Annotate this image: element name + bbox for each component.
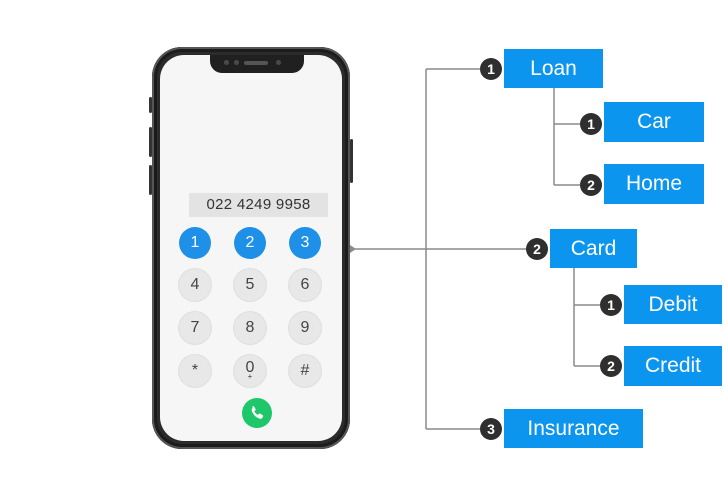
dial-key-label: 6 bbox=[300, 276, 310, 293]
dial-key-label: 1 bbox=[190, 234, 200, 251]
dial-key-4[interactable]: 4 bbox=[179, 269, 211, 301]
dial-key-8[interactable]: 8 bbox=[234, 312, 266, 344]
phone-icon bbox=[251, 406, 264, 419]
dial-key-label: * bbox=[191, 362, 199, 379]
dial-key-label: 9 bbox=[300, 319, 310, 336]
option-badge-debit: 1 bbox=[600, 294, 622, 316]
option-badge-loan: 1 bbox=[480, 58, 502, 80]
dial-key-6[interactable]: 6 bbox=[289, 269, 321, 301]
option-badge-insurance: 3 bbox=[480, 418, 502, 440]
dial-key-label: 4 bbox=[190, 276, 200, 293]
call-button[interactable] bbox=[242, 398, 272, 428]
dial-key-label: 8 bbox=[245, 319, 255, 336]
camera-lens bbox=[276, 60, 281, 65]
camera-dot bbox=[234, 60, 239, 65]
menu-node-credit[interactable]: Credit bbox=[624, 346, 722, 386]
menu-node-insurance[interactable]: Insurance bbox=[504, 409, 643, 448]
phone-volume-down bbox=[149, 165, 152, 195]
dial-key-star[interactable]: * bbox=[179, 355, 211, 387]
dial-key-0[interactable]: 0 + bbox=[234, 355, 266, 387]
dial-key-1[interactable]: 1 bbox=[179, 227, 211, 259]
dial-key-2[interactable]: 2 bbox=[234, 227, 266, 259]
menu-node-debit[interactable]: Debit bbox=[624, 285, 722, 324]
dial-key-label: 5 bbox=[245, 276, 255, 293]
phone-screen: 022 4249 9958 1 2 3 4 5 6 7 8 9 * 0 + # bbox=[160, 55, 342, 441]
phone-volume-up bbox=[149, 127, 152, 157]
dialed-number-display: 022 4249 9958 bbox=[189, 193, 328, 217]
dial-key-label: 2 bbox=[245, 234, 255, 251]
dial-key-label: # bbox=[300, 362, 310, 379]
phone-notch bbox=[210, 55, 304, 73]
dial-key-label: 7 bbox=[190, 319, 200, 336]
dial-key-5[interactable]: 5 bbox=[234, 269, 266, 301]
phone-power-button bbox=[350, 139, 353, 183]
dial-key-3[interactable]: 3 bbox=[289, 227, 321, 259]
option-badge-credit: 2 bbox=[600, 355, 622, 377]
dial-key-sublabel: + bbox=[247, 372, 253, 381]
dial-key-label: 0 bbox=[245, 359, 255, 376]
dial-key-9[interactable]: 9 bbox=[289, 312, 321, 344]
menu-node-home[interactable]: Home bbox=[604, 164, 704, 204]
phone-side-button bbox=[149, 97, 152, 113]
menu-node-car[interactable]: Car bbox=[604, 102, 704, 142]
menu-node-card[interactable]: Card bbox=[550, 229, 637, 268]
connector-phone-arrow bbox=[350, 245, 356, 253]
smartphone: 022 4249 9958 1 2 3 4 5 6 7 8 9 * 0 + # bbox=[149, 47, 353, 449]
dial-key-label: 3 bbox=[300, 234, 310, 251]
earpiece-speaker bbox=[244, 61, 268, 65]
option-badge-card: 2 bbox=[526, 238, 548, 260]
option-badge-home: 2 bbox=[580, 174, 602, 196]
dial-key-hash[interactable]: # bbox=[289, 355, 321, 387]
dial-key-7[interactable]: 7 bbox=[179, 312, 211, 344]
menu-node-loan[interactable]: Loan bbox=[504, 49, 603, 88]
option-badge-car: 1 bbox=[580, 113, 602, 135]
camera-dot bbox=[224, 60, 229, 65]
